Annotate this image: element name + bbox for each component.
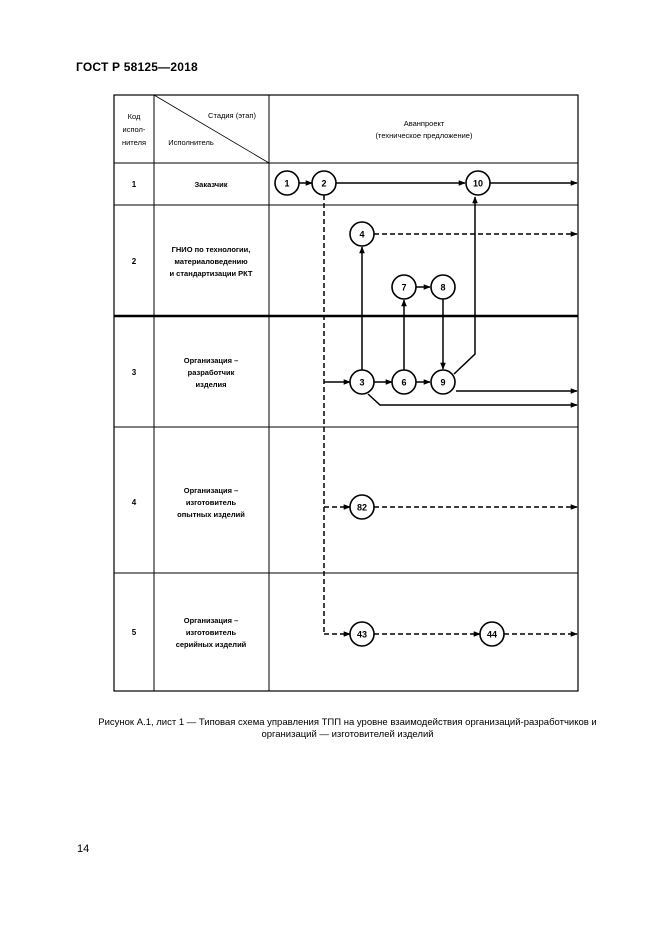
page-number: 14 [77,843,90,855]
node-1-label: 1 [284,179,289,189]
node-9-label: 9 [440,378,445,388]
code-col-line-1: Код [128,112,141,121]
table-header: Код испол- нителя Стадия (этап) Исполнит… [122,111,473,147]
table-grid [113,94,579,692]
row-code-3: 3 [132,368,137,377]
edge-3-out [367,393,578,408]
node-10-label: 10 [473,179,483,189]
node-43 [349,621,375,647]
edge-9-10 [453,196,478,375]
node-82-label: 82 [357,503,367,513]
node-2-label: 2 [321,179,326,189]
executor-label: Исполнитель [168,138,214,147]
row-name-3-line-3: изделия [195,380,226,389]
node-3-label: 3 [359,378,364,388]
nodes [274,170,505,647]
row-name-1: Заказчик [194,180,227,189]
node-labels: 1 2 10 4 7 8 3 6 9 82 43 44 [284,179,497,640]
row-name-5-line-3: серийных изделий [176,640,247,649]
node-4-label: 4 [359,230,364,240]
row-name-2-line-3: и стандартизации РКТ [169,269,252,278]
node-4 [349,221,375,247]
code-col-line-3: нителя [122,138,146,147]
row-name-3-line-1: Организация – [184,356,239,365]
node-1 [274,170,300,196]
row-codes: 1 2 3 4 5 [132,180,137,637]
node-2 [311,170,337,196]
node-7 [391,274,417,300]
node-8-label: 8 [440,283,445,293]
row-name-4-line-3: опытных изделий [177,510,245,519]
header-diagonal [153,94,270,164]
node-6-label: 6 [401,378,406,388]
node-8 [430,274,456,300]
node-43-label: 43 [357,630,367,640]
row-name-3-line-2: разработчик [188,368,235,377]
code-col-line-2: испол- [123,125,146,134]
node-82 [349,494,375,520]
stage-name-line-2: (техническое предложение) [376,131,473,140]
row-names: Заказчик ГНИО по технологии, материалове… [169,180,252,649]
row-name-4-line-2: изготовитель [186,498,237,507]
row-name-4-line-1: Организация – [184,486,239,495]
stage-label: Стадия (этап) [208,111,256,120]
node-7-label: 7 [401,283,406,293]
row-name-5-line-1: Организация – [184,616,239,625]
dashed-connectors [323,195,578,637]
row-name-2-line-1: ГНИО по технологии, [172,245,251,254]
row-name-2-line-2: материаловедению [174,257,248,266]
document-header: ГОСТ Р 58125—2018 [76,60,198,74]
node-3 [349,369,375,395]
node-6 [391,369,417,395]
row-code-1: 1 [132,180,137,189]
stage-name-line-1: Аванпроект [404,119,445,128]
row-code-4: 4 [132,498,137,507]
node-44 [479,621,505,647]
node-9 [430,369,456,395]
row-code-2: 2 [132,257,137,266]
figure-caption: Рисунок А.1, лист 1 — Типовая схема упра… [98,717,597,740]
node-44-label: 44 [487,630,497,640]
row-name-5-line-2: изготовитель [186,628,237,637]
solid-connectors [299,180,578,408]
node-10 [465,170,491,196]
row-code-5: 5 [132,628,137,637]
